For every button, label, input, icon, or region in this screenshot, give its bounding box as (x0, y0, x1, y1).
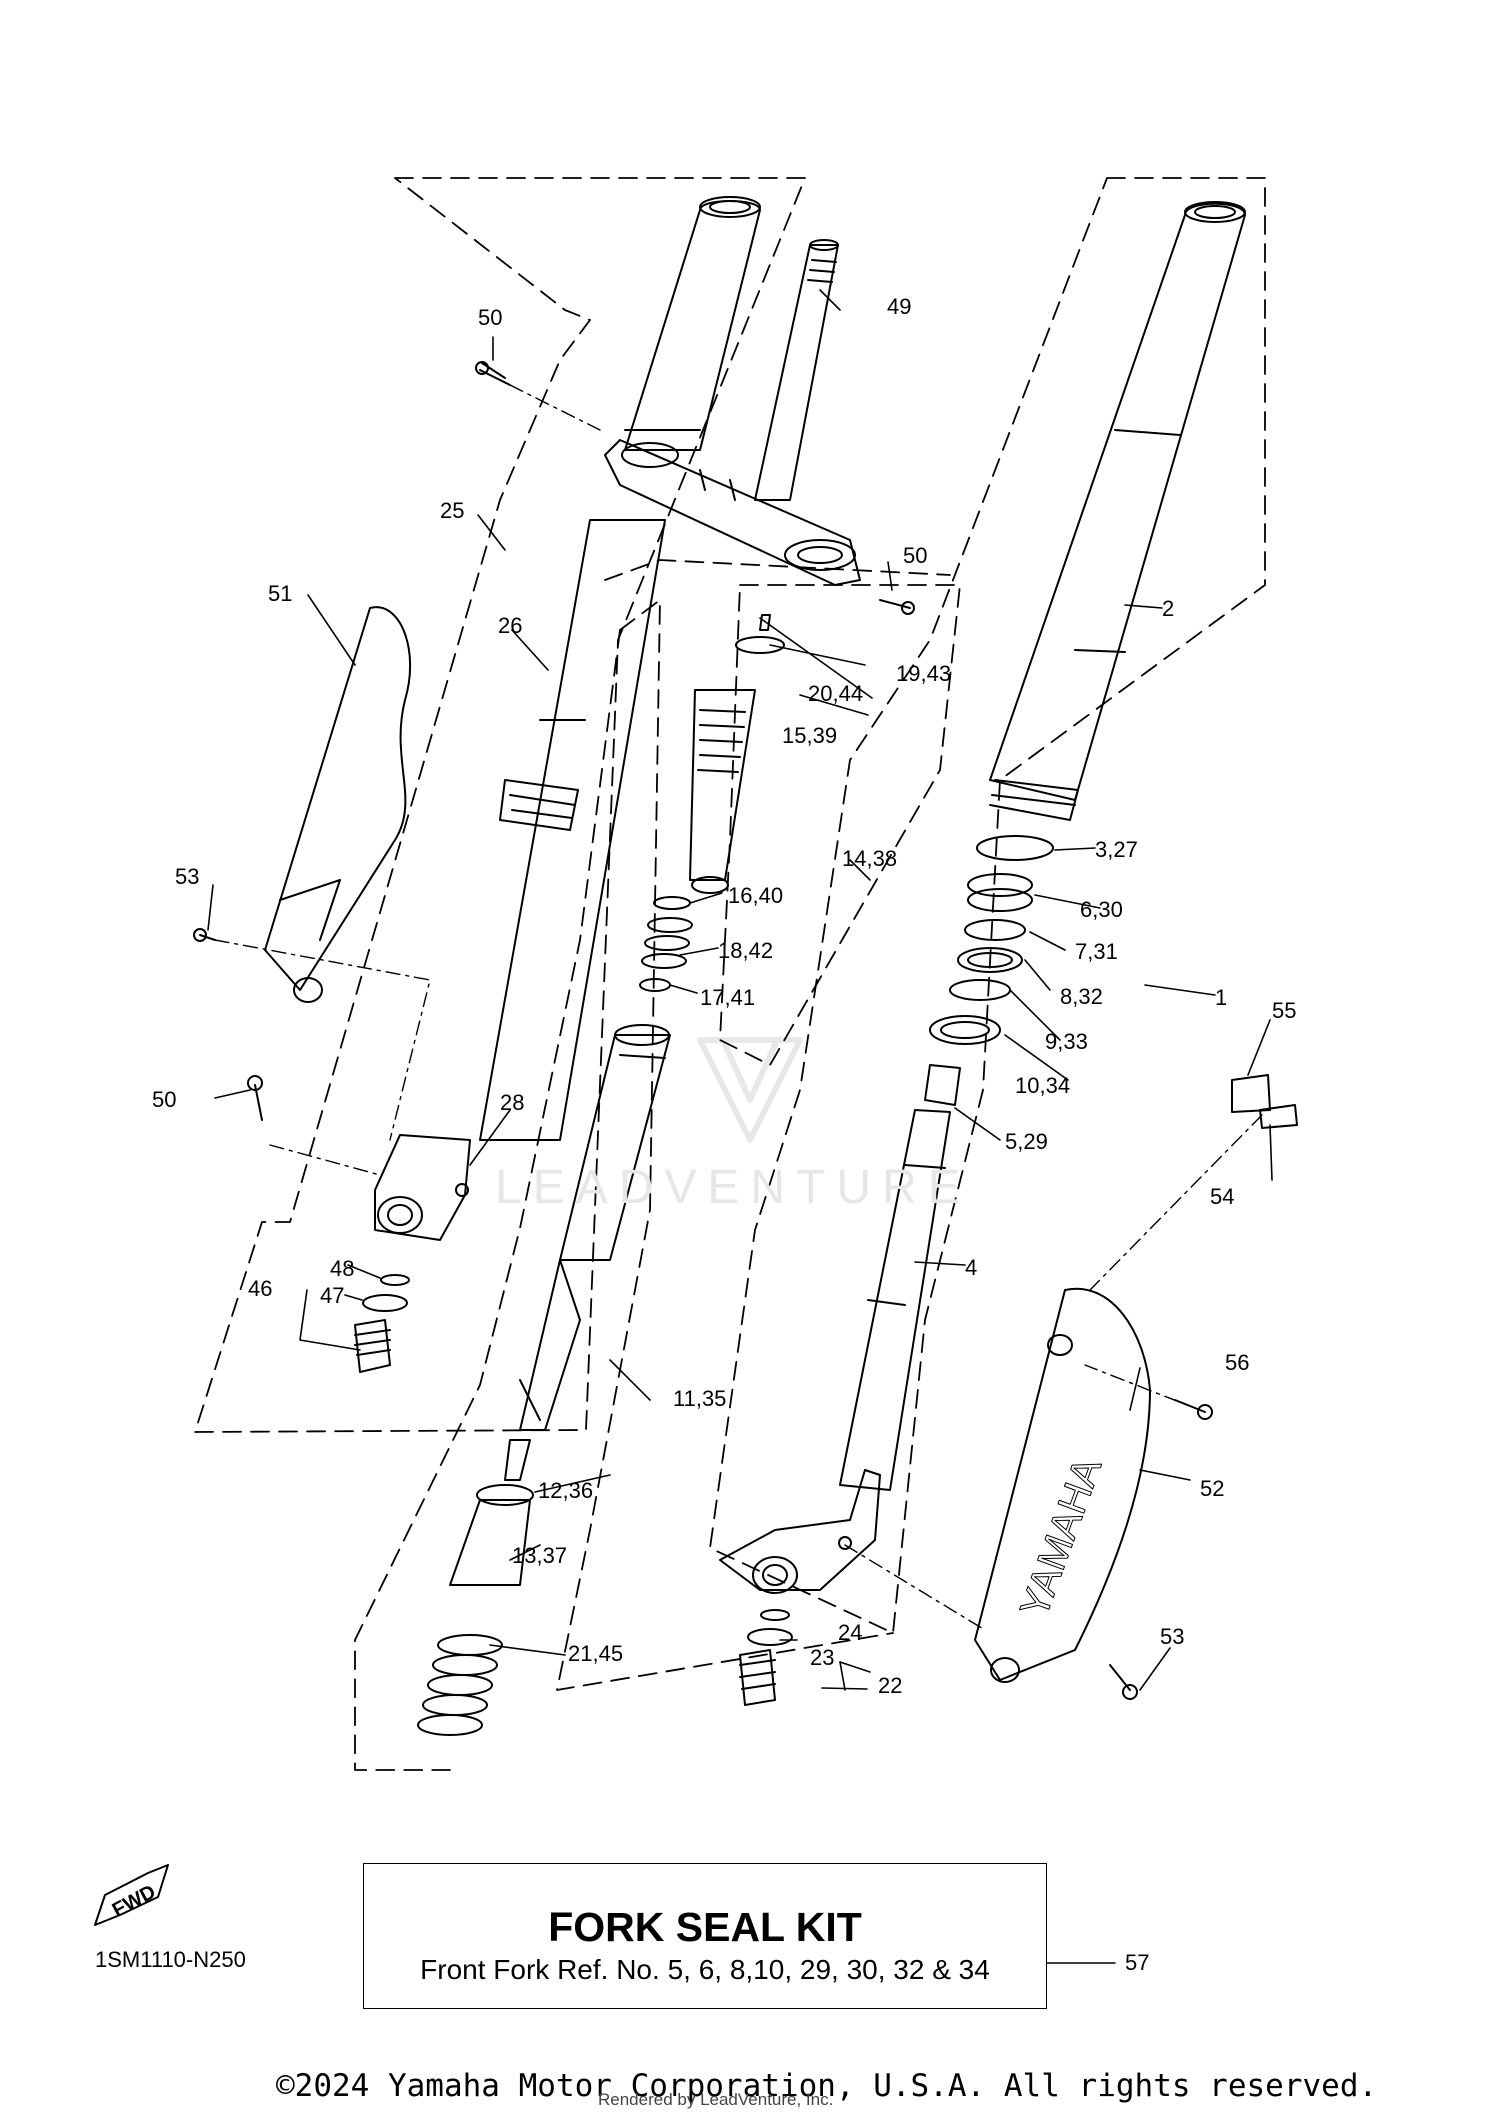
callout-49: 49 (887, 294, 912, 319)
callout-57: 57 (1125, 1950, 1150, 1975)
axle-holder-parts-right (739, 1609, 793, 1706)
rendered-by-notice: Rendered by LeadVenture, Inc. (598, 2090, 834, 2109)
callout-51: 51 (268, 581, 293, 606)
kit-title: FORK SEAL KIT (548, 1904, 862, 1950)
yamaha-logo-text: YAMAHA (1012, 1452, 1110, 1623)
left-axle-bracket (374, 1134, 471, 1241)
inner-damper-rod (504, 1024, 671, 1481)
callout-50-left: 50 (152, 1087, 177, 1112)
callout-46: 46 (248, 1276, 273, 1301)
callout-2: 2 (1162, 596, 1175, 621)
callout-4: 4 (965, 1255, 978, 1280)
fork-guard-left (264, 606, 412, 1003)
callout-12-36: 12,36 (538, 1478, 594, 1503)
bolts (193, 361, 1213, 1700)
callout-50-top: 50 (478, 305, 503, 330)
callout-54: 54 (1210, 1184, 1235, 1209)
callout-15-39: 15,39 (782, 723, 838, 748)
fork-seal-kit-box: FORK SEAL KIT Front Fork Ref. No. 5, 6, … (363, 1863, 1047, 2009)
brake-hose-clips (1231, 1074, 1298, 1129)
callout-14-38: 14,38 (842, 846, 898, 871)
callout-28: 28 (500, 1090, 525, 1115)
left-fork-outer-tube (479, 196, 761, 1141)
callout-5-29: 5,29 (1005, 1129, 1048, 1154)
callout-21-45: 21,45 (568, 1641, 624, 1666)
fwd-arrow-icon: FWD (94, 1864, 169, 1926)
fork-guard-right: YAMAHA (974, 1287, 1151, 1683)
callout-10-34: 10,34 (1015, 1073, 1071, 1098)
fwd-label: FWD (109, 1881, 160, 1922)
callout-18-42: 18,42 (718, 938, 774, 963)
callout-23: 23 (810, 1645, 835, 1670)
damper-cartridge (639, 614, 785, 992)
seal-stack-right (924, 835, 1054, 1106)
callout-1: 1 (1215, 985, 1228, 1010)
callout-26: 26 (498, 613, 523, 638)
right-axle-bracket (719, 1469, 881, 1594)
callout-19-43: 19,43 (896, 661, 952, 686)
alignment-lines (214, 384, 1263, 1631)
callout-17-41: 17,41 (700, 985, 756, 1010)
watermark-text: LEADVENTURE (495, 1161, 971, 1214)
callout-55: 55 (1272, 998, 1297, 1023)
callout-22: 22 (878, 1673, 903, 1698)
rebound-spring (417, 1484, 534, 1736)
callout-50-mid: 50 (903, 543, 928, 568)
right-inner-tube (839, 1109, 951, 1491)
callout-7-31: 7,31 (1075, 939, 1118, 964)
diagram-code: 1SM1110-N250 (95, 1947, 246, 1972)
callout-13-37: 13,37 (512, 1543, 568, 1568)
assembly-boundaries (194, 177, 1266, 1771)
callout-16-40: 16,40 (728, 883, 784, 908)
axle-holder-parts-left (354, 1274, 410, 1373)
callout-3-27: 3,27 (1095, 837, 1138, 862)
callout-9-33: 9,33 (1045, 1029, 1088, 1054)
callout-48: 48 (330, 1256, 355, 1281)
callout-56: 56 (1225, 1350, 1250, 1375)
callout-8-32: 8,32 (1060, 984, 1103, 1009)
steering-stem (754, 239, 839, 501)
leadventure-watermark-logo (697, 1037, 803, 1143)
callout-20-44: 20,44 (808, 681, 864, 706)
callout-25: 25 (440, 498, 465, 523)
lower-triple-clamp (604, 439, 861, 586)
callout-11-35: 11,35 (673, 1386, 727, 1411)
callout-52: 52 (1200, 1476, 1225, 1501)
leader-lines (207, 289, 1273, 1964)
copyright-notice: ©2024 Yamaha Motor Corporation, U.S.A. A… (276, 2068, 1378, 2104)
callout-6-30: 6,30 (1080, 897, 1123, 922)
callout-24: 24 (838, 1620, 863, 1645)
right-fork-outer-tube (989, 201, 1246, 821)
callout-47: 47 (320, 1283, 345, 1308)
callout-53-left: 53 (175, 864, 200, 889)
callout-53-right: 53 (1160, 1624, 1185, 1649)
kit-subtitle: Front Fork Ref. No. 5, 6, 8,10, 29, 30, … (420, 1954, 990, 1985)
